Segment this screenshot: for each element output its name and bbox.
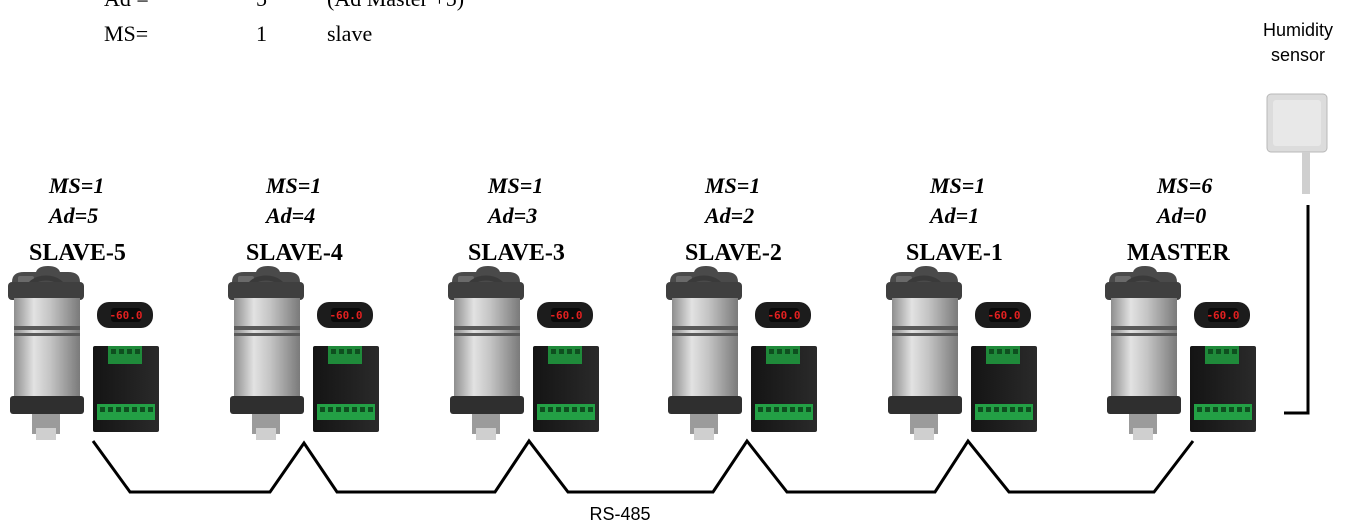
humidity-sensor-illustration [1266,93,1328,194]
unit-title-slave-3: SLAVE-3 [468,240,565,266]
humidity-sensor-label: Humidity sensor [1238,18,1358,68]
unit-ms: MS=6 [1157,173,1213,198]
rs485-label: RS-485 [589,504,651,524]
unit-illustration-slave-5 [8,266,159,440]
legend-value: 1 [256,21,267,46]
humidity-sensor-label-line2: sensor [1270,45,1326,65]
unit-ad: Ad=4 [266,203,316,228]
unit-params-slave-1: MS=1 Ad=1 [930,171,985,231]
legend-key: MS= [104,21,149,46]
unit-params-slave-4: MS=1 Ad=4 [266,171,321,231]
unit-ad: Ad=5 [49,203,99,228]
unit-title-master: MASTER [1127,240,1230,266]
unit-ms: MS=1 [266,173,322,198]
legend-note: slave [327,21,373,46]
legend-note: (Ad Master +5) [327,0,464,12]
unit-params-master: MS=6 Ad=0 [1157,171,1212,231]
unit-illustration-slave-2 [666,266,817,440]
unit-ms: MS=1 [705,173,761,198]
humidity-sensor-label-line1: Humidity [1262,20,1333,40]
unit-ms: MS=1 [488,173,544,198]
unit-ad: Ad=2 [705,203,755,228]
unit-ms: MS=1 [49,173,105,198]
unit-ad: Ad=0 [1157,203,1207,228]
unit-params-slave-5: MS=1 Ad=5 [49,171,104,231]
unit-illustration-slave-1 [886,266,1037,440]
unit-params-slave-2: MS=1 Ad=2 [705,171,760,231]
unit-ad: Ad=1 [930,203,980,228]
unit-title-slave-4: SLAVE-4 [246,240,343,266]
legend-key: Ad = [104,0,149,12]
unit-ms: MS=1 [930,173,986,198]
unit-title-slave-1: SLAVE-1 [906,240,1003,266]
rs485-bus-line [91,438,1195,494]
unit-ad: Ad=3 [488,203,538,228]
unit-params-slave-3: MS=1 Ad=3 [488,171,543,231]
unit-illustration-master [1105,266,1256,440]
unit-title-slave-5: SLAVE-5 [29,240,126,266]
sensor-wire [1284,205,1310,415]
unit-title-slave-2: SLAVE-2 [685,240,782,266]
legend-value: 5 [256,0,267,12]
unit-illustration-slave-4 [228,266,379,440]
unit-illustration-slave-3 [448,266,599,440]
